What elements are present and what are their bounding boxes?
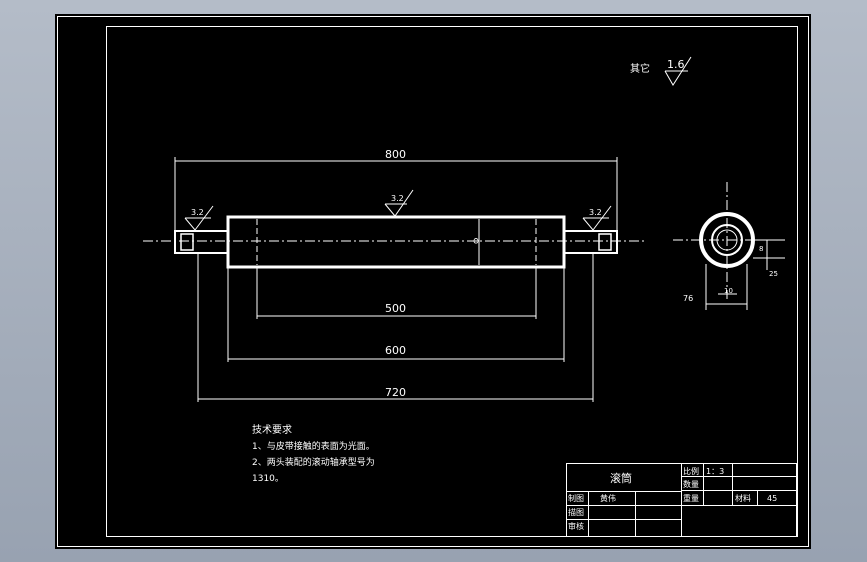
design-label: 描图: [568, 507, 584, 517]
outer-border: [57, 16, 809, 547]
roughness-drum-icon: [384, 189, 414, 217]
review-label: 审核: [568, 521, 584, 531]
dim-600: 600: [385, 344, 406, 357]
section-dim-b: 25: [769, 270, 778, 278]
surface-symbol-prefix: 其它: [630, 62, 650, 75]
section-dim-a: 8: [759, 245, 763, 253]
dim-720: 720: [385, 386, 406, 399]
drawing-sheet[interactable]: 其它 1.6 Φ: [55, 14, 811, 549]
left-bearing-seat: [180, 233, 194, 251]
roughness-left-icon: [184, 205, 214, 231]
section-dim-small: 10: [724, 287, 733, 295]
right-bearing-seat: [598, 233, 612, 251]
part-name: 滚筒: [610, 471, 632, 485]
drawn-label: 制图: [568, 493, 584, 503]
roughness-right-icon: [582, 205, 612, 231]
dim-500: 500: [385, 302, 406, 315]
right-journal: [563, 230, 618, 254]
material-label: 材料: [735, 493, 751, 503]
tech-line-3: 1310。: [252, 474, 284, 484]
roughness-left-value: 3.2: [191, 208, 204, 217]
quantity-label: 数量: [683, 479, 699, 489]
left-journal: [174, 230, 229, 254]
scale-value: 1：3: [706, 467, 724, 476]
tech-line-1: 1、与皮带接触的表面为光面。: [252, 440, 375, 452]
scale-label: 比例: [683, 466, 699, 476]
title-block: 滚筒 比例 1：3 数量 重量 材料 45 制图 黄伟 描图 审核: [566, 463, 797, 537]
section-view: 8 25 10 76: [673, 182, 785, 310]
drum-diameter-label: Φ: [472, 238, 481, 244]
roughness-marks: 3.2 3.2 3.2: [184, 189, 612, 231]
section-inner-circle: [711, 224, 743, 256]
surface-symbol: 其它 1.6: [630, 56, 692, 86]
drum-body: [226, 215, 566, 269]
tech-line-2: 2、两头装配的滚动轴承型号为: [252, 456, 375, 468]
section-bore: [716, 229, 738, 251]
tech-heading: 技术要求: [252, 423, 292, 436]
dimension-lines: 800 500 600 720: [174, 148, 618, 402]
section-dim-width: 76: [683, 294, 693, 303]
weight-label: 重量: [683, 493, 699, 503]
drawing-canvas: 其它 1.6 Φ: [57, 16, 809, 547]
inner-frame: [106, 26, 798, 537]
roughness-right-value: 3.2: [589, 208, 602, 217]
drawn-name: 黄伟: [600, 493, 616, 503]
surface-symbol-value: 1.6: [667, 58, 685, 71]
technical-requirements: 技术要求 1、与皮带接触的表面为光面。 2、两头装配的滚动轴承型号为 1310。: [252, 423, 375, 484]
roughness-check-icon: [664, 56, 692, 86]
material-value: 45: [767, 494, 777, 503]
shaft-front-view: Φ: [143, 215, 645, 269]
roughness-drum-value: 3.2: [391, 194, 404, 203]
dim-800: 800: [385, 148, 406, 161]
